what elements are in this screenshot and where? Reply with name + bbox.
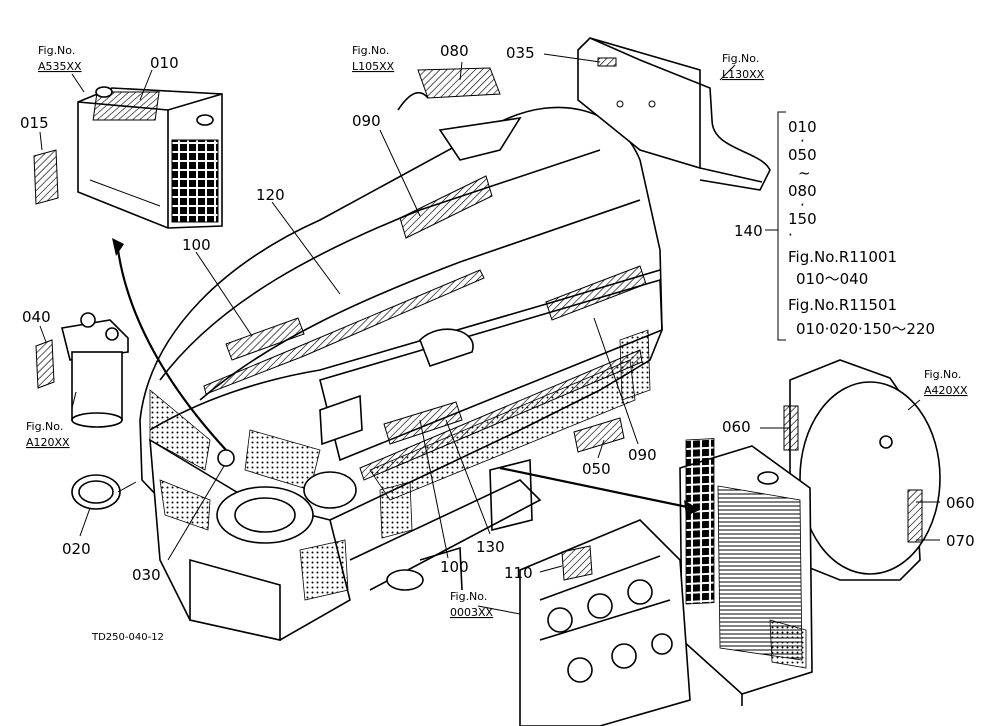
part-label-035: 035 bbox=[506, 44, 535, 62]
decal-090-top bbox=[399, 175, 493, 239]
engine-illustration bbox=[519, 519, 691, 726]
fig-ref-engine-line1: Fig.No. bbox=[450, 590, 487, 603]
filler-cap-020 bbox=[71, 474, 137, 510]
part-label-015: 015 bbox=[20, 114, 49, 132]
fig-ref-battery-line1: Fig.No. bbox=[38, 44, 75, 57]
decal-050 bbox=[573, 417, 625, 453]
part-label-080: 080 bbox=[440, 42, 469, 60]
part-label-060-right: 060 bbox=[946, 494, 975, 512]
set-note-bracket bbox=[765, 111, 786, 341]
fig-ref-battery-line2: A535XX bbox=[38, 60, 82, 73]
set-note-line-5: 080 bbox=[788, 182, 817, 200]
decal-100-top bbox=[225, 317, 305, 361]
radiator-illustration bbox=[679, 438, 813, 706]
fuel-filter-illustration bbox=[61, 312, 129, 428]
part-label-100-bottom: 100 bbox=[440, 558, 469, 576]
fig-ref-fan-shroud-line2: A420XX bbox=[924, 384, 968, 397]
part-label-040: 040 bbox=[22, 308, 51, 326]
part-label-060-left: 060 bbox=[722, 418, 751, 436]
part-label-090-side: 090 bbox=[628, 446, 657, 464]
decal-120 bbox=[203, 269, 485, 395]
guard-illustration bbox=[577, 37, 771, 191]
part-label-030: 030 bbox=[132, 566, 161, 584]
decal-100-side bbox=[383, 401, 463, 445]
set-note-line-11: Fig.No.R11501 bbox=[788, 296, 897, 314]
set-note-line-8: · bbox=[788, 226, 793, 244]
plate-080 bbox=[417, 67, 501, 99]
fig-ref-engine-line2: 0003XX bbox=[450, 606, 494, 619]
set-note-line-7: 150 bbox=[788, 210, 817, 228]
fig-ref-hood-top-line1: Fig.No. bbox=[352, 44, 389, 57]
part-label-090-top: 090 bbox=[352, 112, 381, 130]
fig-ref-guard-line1: Fig.No. bbox=[722, 52, 759, 65]
part-label-130: 130 bbox=[476, 538, 505, 556]
decal-110 bbox=[561, 545, 593, 581]
part-label-140: 140 bbox=[734, 222, 763, 240]
fan-shroud-illustration bbox=[783, 359, 941, 581]
hood-illustration bbox=[139, 106, 663, 641]
battery-illustration bbox=[77, 86, 223, 229]
set-note-line-9: Fig.No.R11001 bbox=[788, 248, 897, 266]
set-note-line-4: ~ bbox=[798, 164, 811, 182]
leader-lines bbox=[39, 53, 940, 615]
fig-ref-guard-line2: L130XX bbox=[722, 68, 765, 81]
part-label-050: 050 bbox=[582, 460, 611, 478]
set-note-line-2: · bbox=[800, 132, 805, 150]
decal-090-side bbox=[545, 265, 647, 321]
part-label-020: 020 bbox=[62, 540, 91, 558]
arrow-head-battery bbox=[112, 238, 124, 256]
decal-015 bbox=[33, 149, 59, 205]
drawing-code: TD250-040-12 bbox=[91, 632, 164, 643]
set-note-line-6: · bbox=[800, 196, 805, 214]
arrow-to-battery bbox=[116, 249, 227, 451]
fig-ref-fan-shroud-line1: Fig.No. bbox=[924, 368, 961, 381]
set-note-line-3: 050 bbox=[788, 146, 817, 164]
part-label-110: 110 bbox=[504, 564, 533, 582]
arrow-to-radiator bbox=[499, 466, 693, 510]
part-label-070: 070 bbox=[946, 532, 975, 550]
part-label-010: 010 bbox=[150, 54, 179, 72]
set-note-line-1: 010 bbox=[788, 118, 817, 136]
decal-040 bbox=[35, 339, 55, 389]
fig-ref-filter-line1: Fig.No. bbox=[26, 420, 63, 433]
fig-ref-filter-line2: A120XX bbox=[26, 436, 70, 449]
set-note-line-10: 010～040 bbox=[796, 270, 868, 288]
fig-ref-hood-top-line2: L105XX bbox=[352, 60, 395, 73]
arrow-head-radiator bbox=[684, 500, 700, 516]
set-note-line-12: 010·020·150～220 bbox=[796, 320, 935, 338]
part-label-120: 120 bbox=[256, 186, 285, 204]
part-label-100-top: 100 bbox=[182, 236, 211, 254]
